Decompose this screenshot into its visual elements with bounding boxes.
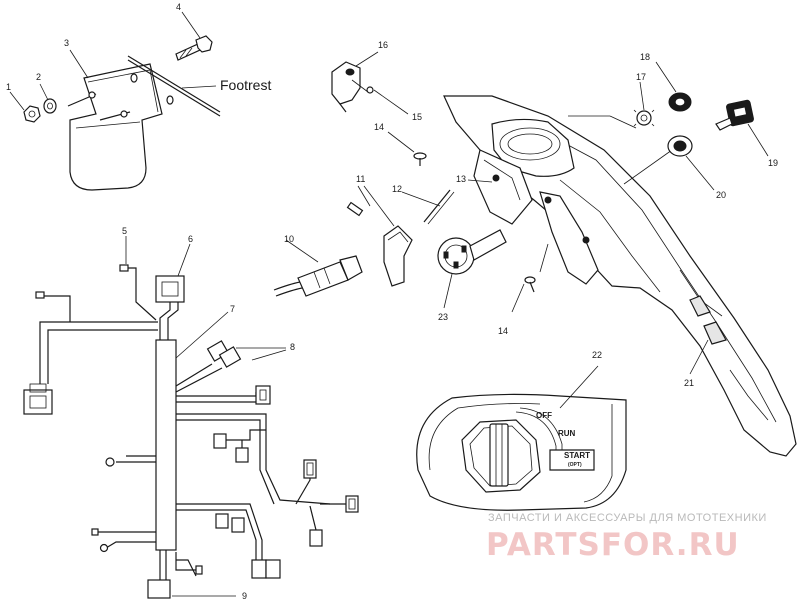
key-parts-group [633,61,769,191]
callout-2: 2 [36,72,41,82]
callout-20: 20 [716,190,726,200]
switch-panel-detail [416,365,627,511]
callout-5: 5 [122,226,127,236]
callout-14-bottom: 14 [498,326,508,336]
callout-4: 4 [176,2,181,12]
switch-start-opt-label: (OPT) [568,462,582,468]
lock-washer-icon [633,109,655,127]
key-icon [715,99,754,131]
callout-labels: 1 2 3 4 5 6 7 8 9 10 11 12 13 14 14 15 1… [6,2,778,601]
callout-13: 13 [456,174,466,184]
callout-19: 19 [768,158,778,168]
callout-9: 9 [242,591,247,601]
callout-1: 1 [6,82,11,92]
switch-off-label: OFF [536,411,552,420]
callout-14-top: 14 [374,122,384,132]
switch-run-label: RUN [558,429,576,438]
callout-18: 18 [640,52,650,62]
screw-icon [524,276,536,293]
callout-22: 22 [592,350,602,360]
watermark: ЗАПЧАСТИ И АКСЕССУАРЫ ДЛЯ МОТОТЕХНИКИ PA… [486,512,767,563]
connector-6 [155,275,185,303]
bulb-socket-10 [297,261,349,297]
connector-left [23,389,53,415]
ignition-switch-23 [437,237,475,275]
callout-6: 6 [188,234,193,244]
callout-3: 3 [64,38,69,48]
footrest-bracket-group [9,11,221,191]
screw-icon [413,152,427,166]
callout-23: 23 [438,312,448,322]
watermark-brand: PARTSFOR.RU [486,527,740,563]
callout-16: 16 [378,40,388,50]
callout-7: 7 [230,304,235,314]
nut-icon [668,92,692,112]
ignition-switch-group [437,229,507,309]
callout-12: 12 [392,184,402,194]
callout-17: 17 [636,72,646,82]
washer-icon [43,98,57,114]
shroud-21 [443,95,797,457]
clip-11 [383,225,413,287]
callout-21: 21 [684,378,694,388]
callout-8: 8 [290,342,295,352]
callout-11: 11 [356,174,365,184]
footrest-label: Footrest [220,77,271,93]
wiring-harness-trunk [155,339,177,551]
bolt-icon [175,35,213,61]
bulb-socket-group [273,185,455,297]
nut-icon [23,105,41,123]
switch-start-label: START [564,451,590,460]
switch-panel-text: OFF RUN START (OPT) [536,411,590,468]
watermark-tagline: ЗАПЧАСТИ И АКСЕССУАРЫ ДЛЯ МОТОТЕХНИКИ [488,512,767,524]
callout-15: 15 [412,112,422,122]
bezel-icon [667,135,693,157]
shroud-21-group [443,95,797,457]
wiring-harness-group [23,236,359,599]
callout-10: 10 [284,234,294,244]
bracket-16-group [331,51,427,166]
connector-9 [147,579,171,599]
